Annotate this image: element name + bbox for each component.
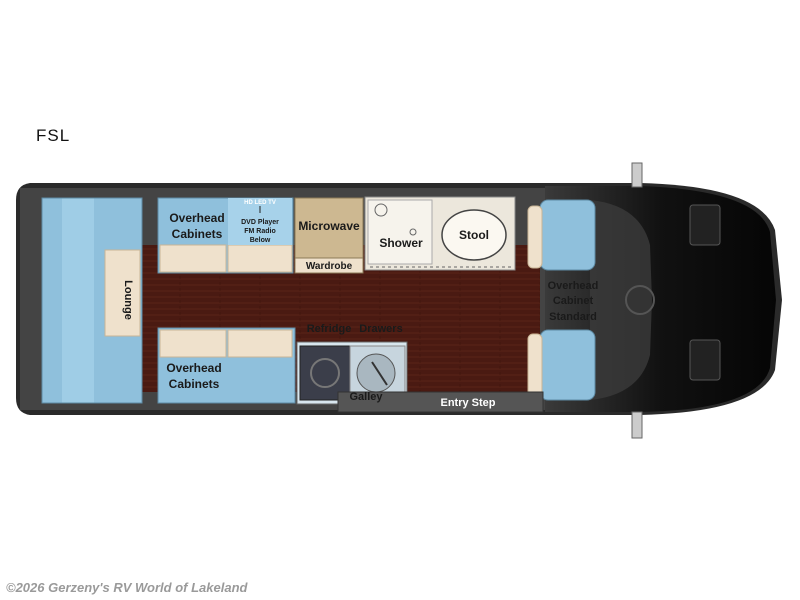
entry-step <box>337 391 544 413</box>
label-overhead-front: Overhead Cabinet Standard <box>548 280 599 323</box>
label-drawers: Drawers <box>359 323 402 335</box>
svg-text:Overhead: Overhead <box>548 280 599 292</box>
svg-text:FM Radio: FM Radio <box>244 228 276 235</box>
svg-text:Below: Below <box>250 237 271 244</box>
label-entry-step: Entry Step <box>440 397 495 409</box>
driver-cab <box>545 162 776 439</box>
overhead-cabinets-top <box>157 197 294 274</box>
label-wardrobe: Wardrobe <box>306 261 353 272</box>
label-stool: Stool <box>459 228 489 242</box>
label-galley: Galley <box>349 391 383 403</box>
label-microwave: Microwave <box>298 219 360 233</box>
model-name: FSL <box>36 126 71 145</box>
label-tv: HD LED TV <box>244 200 276 206</box>
label-overhead-top: Overhead Cabinets <box>169 211 224 241</box>
captain-chairs <box>527 199 596 401</box>
label-overhead-bottom: Overhead Cabinets <box>166 361 221 391</box>
svg-text:Overhead: Overhead <box>166 361 221 375</box>
vent-top <box>689 204 721 246</box>
mirror-bottom <box>631 411 643 439</box>
label-shower: Shower <box>379 236 423 250</box>
svg-text:Standard: Standard <box>549 311 597 323</box>
mirror-top <box>631 162 643 188</box>
overhead-cabinets-bottom <box>157 327 296 404</box>
microwave-unit <box>294 197 364 274</box>
copyright-text: ©2026 Gerzeny's RV World of Lakeland <box>6 580 248 595</box>
steering-wheel-icon <box>625 285 655 315</box>
label-refridge: Refridge <box>307 323 352 335</box>
label-lounge: Lounge <box>122 280 134 320</box>
svg-text:Cabinets: Cabinets <box>172 227 223 241</box>
bathroom <box>364 196 516 271</box>
svg-text:Cabinet: Cabinet <box>553 295 594 307</box>
svg-text:Overhead: Overhead <box>169 211 224 225</box>
vent-bottom <box>689 339 721 381</box>
svg-text:DVD Player: DVD Player <box>241 219 279 226</box>
label-media: DVD Player FM Radio Below <box>241 219 279 244</box>
lounge <box>41 197 143 404</box>
svg-text:Cabinets: Cabinets <box>169 377 220 391</box>
